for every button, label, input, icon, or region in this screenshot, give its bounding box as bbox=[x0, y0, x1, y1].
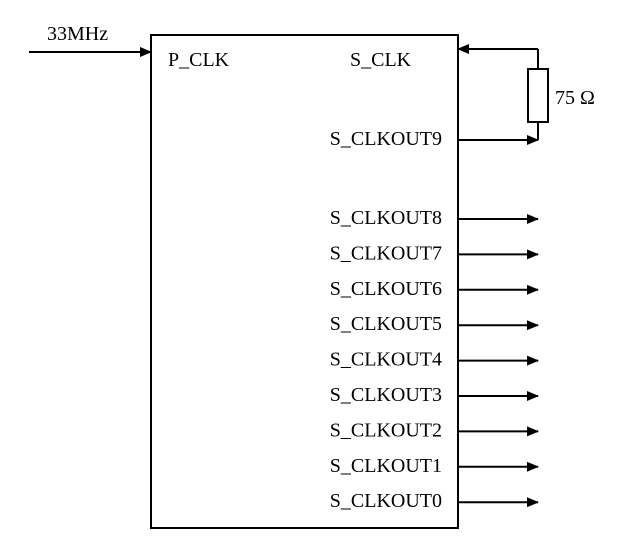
pin-s-clkout9: S_CLKOUT9 bbox=[330, 128, 442, 150]
output-pin-label: S_CLKOUT4 bbox=[330, 349, 442, 371]
output-pin-label: S_CLKOUT5 bbox=[330, 313, 442, 335]
input-frequency-label: 33MHz bbox=[47, 23, 108, 45]
output-pin-label: S_CLKOUT6 bbox=[330, 278, 442, 300]
output-pin-label: S_CLKOUT2 bbox=[330, 419, 442, 441]
output-pin-label: S_CLKOUT8 bbox=[330, 207, 442, 229]
resistor-label: 75 Ω bbox=[555, 87, 595, 109]
pin-s-clk: S_CLK bbox=[350, 49, 412, 71]
output-pin-label: S_CLKOUT3 bbox=[330, 384, 442, 406]
clock-buffer-block bbox=[150, 34, 459, 529]
output-pins: S_CLKOUT8S_CLKOUT7S_CLKOUT6S_CLKOUT5S_CL… bbox=[330, 207, 539, 512]
output-pin-label: S_CLKOUT1 bbox=[330, 455, 442, 477]
resistor bbox=[527, 68, 549, 123]
pin-p-clk: P_CLK bbox=[168, 49, 230, 71]
output-pin-label: S_CLKOUT0 bbox=[330, 490, 442, 512]
output-pin-label: S_CLKOUT7 bbox=[330, 242, 442, 264]
